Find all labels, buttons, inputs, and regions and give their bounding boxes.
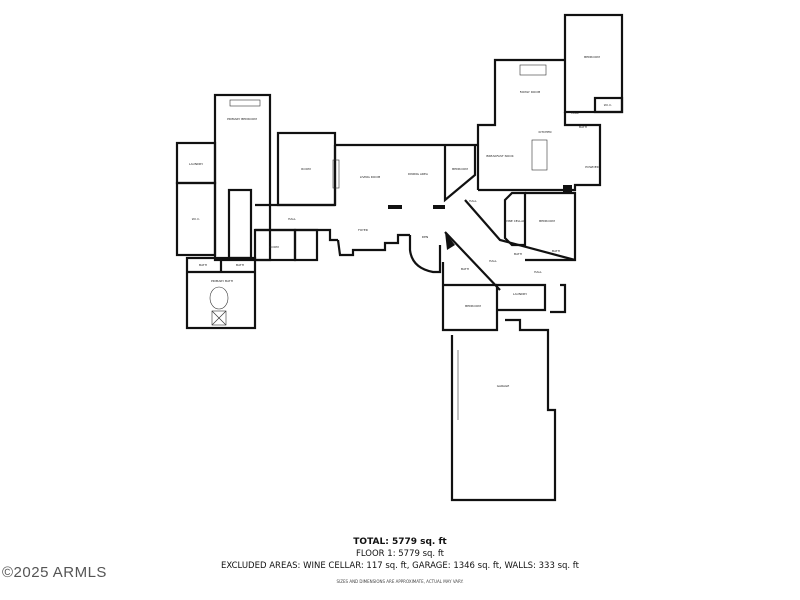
room-label: BEDROOM <box>539 219 555 223</box>
room-label: BATH <box>461 267 469 271</box>
floor-area: FLOOR 1: 5779 sq. ft <box>355 549 445 559</box>
room-label: W.I.C. <box>192 217 201 221</box>
room-label: WINE CELLAR <box>505 219 525 223</box>
total-area: TOTAL: 5779 sq. ft <box>353 537 447 547</box>
room-label: PRIMARY BEDROOM <box>227 117 257 121</box>
room-label: BATH <box>579 125 587 129</box>
room-label: BATH <box>514 252 522 256</box>
room-label: LIVING ROOM <box>360 175 381 179</box>
room-label: HALL <box>288 217 296 221</box>
room-label: BEDROOM <box>584 55 600 59</box>
room-label: FOYER <box>358 228 368 232</box>
watermark: ©2025 ARMLS <box>2 564 107 581</box>
room-label: GARAGE <box>497 384 510 388</box>
room-label: PRIMARY BATH <box>211 279 233 283</box>
southeast-walls <box>441 191 577 502</box>
room-label: W.I.C. <box>604 103 613 107</box>
room-label: HALL <box>489 259 497 263</box>
room-label: BATH <box>236 263 244 267</box>
room-label: HALL <box>469 199 477 203</box>
disclaimer: SIZES AND DIMENSIONS ARE APPROXIMATE, AC… <box>336 579 464 584</box>
room-label: BATH <box>552 249 560 253</box>
room-label: ROOM <box>301 167 311 171</box>
room-label: BREAKFAST NOOK <box>486 154 514 158</box>
room-label: DEN <box>422 235 428 239</box>
room-label: KITCHEN <box>539 130 552 134</box>
room-label: BEDROOM <box>465 304 481 308</box>
northeast-walls <box>476 13 624 193</box>
room-label: LAUNDRY <box>513 292 527 296</box>
room-label: LAUNDRY <box>189 162 203 166</box>
room-label: HALL <box>534 270 542 274</box>
excluded-areas: EXCLUDED AREAS: WINE CELLAR: 117 sq. ft,… <box>221 561 579 571</box>
room-label: BEDROOM <box>452 167 468 171</box>
room-label: BATH <box>199 263 207 267</box>
center-walls <box>332 143 478 274</box>
room-label: POWDER <box>585 165 598 169</box>
room-label: HALL <box>571 111 579 115</box>
room-label: ROOM <box>269 245 279 249</box>
room-label: FAMILY ROOM <box>520 90 541 94</box>
room-label: DINING AREA <box>408 172 429 176</box>
left-wing-walls <box>175 93 338 330</box>
